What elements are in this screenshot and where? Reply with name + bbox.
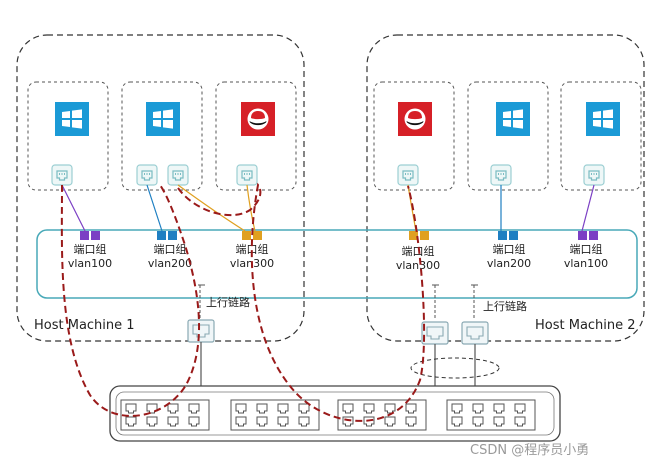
vm-box [215,81,297,191]
port-group-title: 端口组 [493,242,526,256]
windows-icon [55,102,89,136]
windows-icon [496,102,530,136]
vnic-port-icon [51,164,73,186]
port-group-title: 端口组 [570,242,603,256]
port-group-title: 端口组 [402,244,435,258]
physical-switch [109,385,561,442]
vm-box [560,81,642,191]
port-group-swatch [157,231,166,240]
port-group-swatch [420,231,429,240]
vm-box [467,81,549,191]
port-group-vlan: vlan100 [564,257,608,270]
port-group-swatch [242,231,251,240]
redhat-icon [241,102,275,136]
host-label: Host Machine 1 [34,318,135,333]
port-group-vlan: vlan300 [396,259,440,272]
uplink-nic-icon [421,321,449,345]
port-group-vlan: vlan200 [487,257,531,270]
port-group-swatch [168,231,177,240]
uplink-nic-icon [461,321,489,345]
vm-box [373,81,455,191]
port-group-swatch [498,231,507,240]
redhat-icon [398,102,432,136]
traffic-path-vlan200 [60,184,201,417]
port-group-vlan: vlan100 [68,257,112,270]
watermark: CSDN @程序员小勇 [470,443,589,458]
link-aggregation-ellipse [410,357,500,379]
vnic-port-icon [167,164,189,186]
uplink-label: 上行链路 [206,295,250,309]
port-group-title: 端口组 [154,242,187,256]
host-label: Host Machine 2 [535,318,636,333]
port-group-swatch [91,231,100,240]
port-group-swatch [509,231,518,240]
uplink-label: 上行链路 [483,299,527,313]
port-group-swatch [578,231,587,240]
vnic-port-icon [397,164,419,186]
vnic-port-icon [583,164,605,186]
host-machine-1-frame [16,34,305,342]
port-group-swatch [409,231,418,240]
vnic-port-icon [136,164,158,186]
port-group-title: 端口组 [74,242,107,256]
virtual-switch-band [36,229,638,299]
host-machine-2-frame [366,34,645,342]
port-group-swatch [589,231,598,240]
windows-icon [586,102,620,136]
windows-icon [146,102,180,136]
port-group-swatch [253,231,262,240]
vnic-port-icon [490,164,512,186]
vnic-port-icon [236,164,258,186]
uplink-nic-icon [187,319,215,343]
vm-box [27,81,109,191]
traffic-path-vlan300 [177,182,426,422]
port-group-swatch [80,231,89,240]
port-group-vlan: vlan200 [148,257,192,270]
port-group-title: 端口组 [236,242,269,256]
